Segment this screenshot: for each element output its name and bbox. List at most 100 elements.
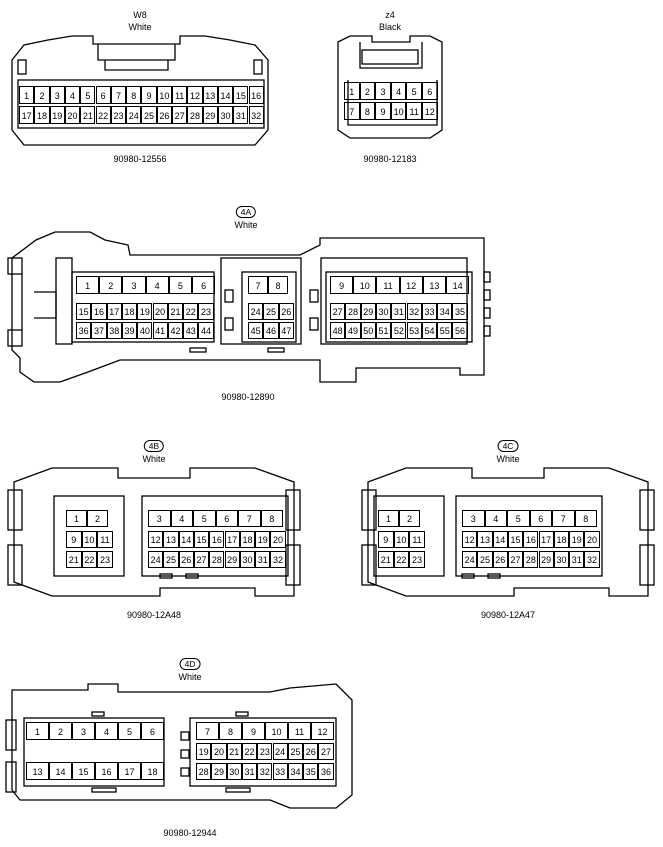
pin-cell: 25 (477, 551, 493, 568)
pin-cell: 31 (233, 106, 249, 124)
pin-cell: 18 (34, 106, 50, 124)
pin-cell: 51 (375, 322, 392, 339)
pin-cell: 32 (270, 551, 286, 568)
pin-cell: 27 (193, 551, 210, 568)
pin-cell: 14 (178, 531, 194, 548)
pin-cell: 14 (492, 531, 508, 548)
pin-cell: 20 (152, 303, 168, 320)
pin-cell: 16 (95, 762, 118, 780)
pin-cell: 21 (80, 106, 96, 124)
pin-cell: 28 (196, 763, 212, 780)
pin-cell: 1 (344, 82, 360, 100)
pin-cell: 6 (215, 510, 238, 527)
pin-cell: 11 (406, 102, 422, 120)
pin-cell: 17 (19, 106, 35, 124)
pin-cell: 22 (95, 106, 111, 124)
pin-cell: 7 (552, 510, 575, 527)
pin-cell: 17 (106, 303, 122, 320)
w8-housing (11, 35, 269, 146)
pin-cell: 34 (437, 303, 453, 320)
pin-cell: 6 (422, 82, 438, 100)
4a-housing (7, 231, 491, 383)
pin-cell: 35 (303, 763, 319, 780)
pin-cell: 10 (265, 722, 288, 740)
pin-cell: 26 (178, 551, 194, 568)
pin-cell: 47 (278, 322, 294, 339)
pin-cell: 25 (287, 743, 304, 760)
pin-cell: 43 (183, 322, 199, 339)
pin-cell: 8 (260, 510, 283, 527)
pin-cell: 3 (72, 722, 95, 740)
pin-cell: 13 (163, 531, 179, 548)
pin-cell: 23 (198, 303, 214, 320)
pin-cell: 30 (217, 106, 234, 124)
pin-cell: 18 (141, 762, 164, 780)
pin-cell: 13 (202, 86, 218, 104)
z4-part-number: 90980-12183 (363, 154, 417, 164)
z4-code-label: z4 (385, 10, 395, 20)
pin-cell: 12 (311, 722, 334, 740)
pin-cell: 12 (148, 531, 164, 548)
pin-cell: 42 (167, 322, 184, 339)
pin-cell: 35 (452, 303, 468, 320)
pin-cell: 29 (224, 551, 240, 568)
pin-cell: 50 (360, 322, 376, 339)
pin-cell: 5 (118, 722, 141, 740)
4d-housing (5, 683, 353, 809)
pin-cell: 12 (422, 102, 438, 120)
pin-cell: 1 (26, 722, 49, 740)
pin-cell: 31 (241, 763, 258, 780)
pin-cell: 27 (507, 551, 524, 568)
w8-color-label: White (128, 22, 152, 32)
pin-cell: 30 (553, 551, 570, 568)
4c-code-badge: 4C (497, 440, 519, 452)
pin-cell: 46 (263, 322, 279, 339)
pin-cell: 16 (91, 303, 107, 320)
pin-cell: 31 (391, 303, 407, 320)
pin-cell: 10 (156, 86, 172, 104)
pin-cell: 2 (34, 86, 50, 104)
pin-cell: 8 (219, 722, 242, 740)
pin-cell: 17 (224, 531, 240, 548)
pin-cell: 16 (523, 531, 539, 548)
pin-cell: 5 (193, 510, 216, 527)
pin-cell: 34 (287, 763, 304, 780)
pin-cell: 11 (288, 722, 311, 740)
4c-housing (361, 467, 655, 597)
pin-cell: 4 (95, 722, 118, 740)
pin-cell: 9 (378, 531, 394, 548)
pin-cell: 5 (406, 82, 422, 100)
4d-color-label: White (178, 672, 202, 682)
pin-cell: 21 (66, 551, 82, 568)
pin-cell: 31 (569, 551, 585, 568)
pin-cell: 23 (110, 106, 127, 124)
pin-cell: 28 (345, 303, 361, 320)
pin-cell: 29 (211, 763, 227, 780)
pin-cell: 21 (378, 551, 394, 568)
4d-code-badge: 4D (179, 658, 201, 670)
pin-cell: 24 (126, 106, 142, 124)
pin-cell: 21 (226, 743, 242, 760)
pin-cell: 4 (145, 276, 169, 294)
pin-cell: 33 (421, 303, 438, 320)
pin-cell: 24 (248, 303, 264, 320)
pin-cell: 55 (437, 322, 453, 339)
pin-cell: 13 (26, 762, 49, 780)
pin-cell: 38 (106, 322, 122, 339)
pin-cell: 11 (97, 531, 113, 548)
pin-cell: 23 (257, 743, 273, 760)
pin-cell: 29 (538, 551, 554, 568)
pin-cell: 48 (330, 322, 346, 339)
pin-cell: 9 (66, 531, 82, 548)
pin-cell: 27 (318, 743, 334, 760)
pin-cell: 1 (378, 510, 399, 527)
pin-cell: 8 (126, 86, 142, 104)
pin-cell: 13 (477, 531, 493, 548)
pin-cell: 20 (270, 531, 286, 548)
pin-cell: 1 (76, 276, 100, 294)
pin-cell: 53 (406, 322, 422, 339)
pin-cell: 49 (345, 322, 361, 339)
pin-cell: 22 (183, 303, 199, 320)
pin-cell: 6 (141, 722, 164, 740)
pin-cell: 30 (239, 551, 256, 568)
